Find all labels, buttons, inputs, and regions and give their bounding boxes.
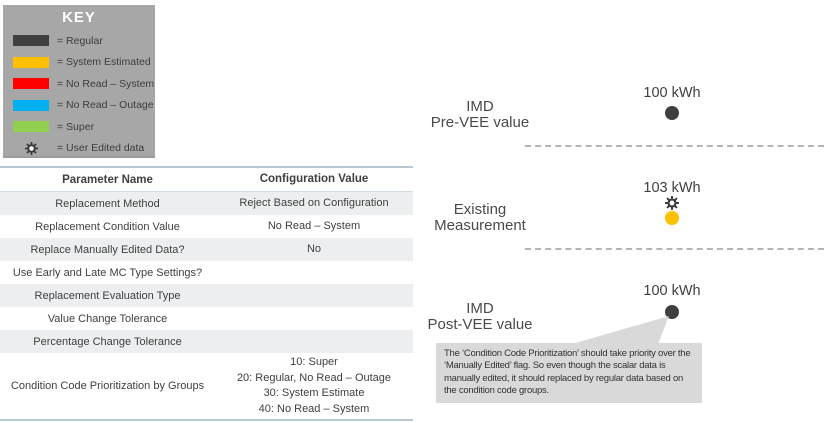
section-divider bbox=[525, 248, 824, 250]
callout-pointer bbox=[572, 316, 669, 344]
column-header-parameter-name: Parameter Name bbox=[62, 173, 153, 186]
gear-icon bbox=[24, 141, 38, 155]
existing-measurement-label-line1: Existing bbox=[453, 201, 507, 218]
existing-measurement-label: Existing Measurement bbox=[425, 202, 535, 234]
configuration-value-cell bbox=[215, 340, 413, 344]
legend-item-regular: = Regular bbox=[3, 30, 155, 52]
table-row: Replacement Method Reject Based on Confi… bbox=[0, 192, 413, 215]
existing-measurement-label-line2: Measurement bbox=[434, 217, 526, 234]
swatch-slot bbox=[13, 35, 49, 47]
table-row: Value Change Tolerance bbox=[0, 307, 413, 330]
pre-vee-label-line1: IMD bbox=[466, 98, 494, 115]
configuration-value-cell bbox=[215, 271, 413, 275]
legend-title: KEY bbox=[62, 9, 96, 26]
table-header-row: Parameter Name Configuration Value bbox=[0, 168, 413, 192]
table-row: Replacement Condition Value No Read – Sy… bbox=[0, 215, 413, 238]
legend-item-label: = System Estimated bbox=[57, 56, 151, 69]
parameter-name-cell: Percentage Change Tolerance bbox=[33, 335, 182, 348]
table-row: Condition Code Prioritization by Groups … bbox=[0, 353, 413, 419]
configuration-value-cell: No bbox=[306, 242, 322, 255]
configuration-value-cell bbox=[215, 294, 413, 298]
pre-vee-marker-regular bbox=[665, 106, 679, 120]
gear-icon bbox=[665, 196, 679, 210]
table-row: Replace Manually Edited Data? No bbox=[0, 238, 413, 261]
existing-measurement-marker-system-estimated bbox=[665, 211, 679, 225]
pre-vee-label-line2: Pre-VEE value bbox=[430, 114, 530, 131]
legend-item-system-estimated: = System Estimated bbox=[3, 52, 155, 74]
parameter-name-cell: Replacement Evaluation Type bbox=[34, 289, 181, 302]
table-row: Percentage Change Tolerance bbox=[0, 330, 413, 353]
legend-item-label: = Super bbox=[57, 120, 95, 133]
legend-item-super: = Super bbox=[3, 116, 155, 138]
table-row: Replacement Evaluation Type bbox=[0, 284, 413, 307]
legend-item-no-read-outage: = No Read – Outage bbox=[3, 95, 155, 117]
pre-vee-value: 100 kWh bbox=[643, 85, 701, 101]
system-estimated-swatch bbox=[13, 56, 49, 68]
configuration-value-cell bbox=[215, 317, 413, 321]
pre-vee-label: IMD Pre-VEE value bbox=[425, 99, 535, 131]
parameter-name-cell: Condition Code Prioritization by Groups bbox=[10, 380, 205, 392]
post-vee-marker-regular bbox=[665, 305, 679, 319]
parameter-name-cell: Replace Manually Edited Data? bbox=[30, 243, 185, 256]
parameter-name-cell: Replacement Condition Value bbox=[35, 220, 180, 233]
swatch-slot bbox=[13, 141, 49, 155]
legend-key: KEY = Regular = System Estimated = No Re… bbox=[3, 5, 155, 158]
regular-swatch bbox=[13, 35, 49, 47]
parameter-name-cell: Replacement Method bbox=[55, 197, 160, 210]
post-vee-label: IMD Post-VEE value bbox=[425, 301, 535, 333]
super-swatch bbox=[13, 121, 49, 133]
section-divider bbox=[525, 145, 824, 147]
parameter-name-cell: Value Change Tolerance bbox=[47, 312, 168, 325]
swatch-slot bbox=[13, 121, 49, 133]
swatch-slot bbox=[13, 99, 49, 111]
parameter-name-cell: Use Early and Late MC Type Settings? bbox=[12, 266, 203, 279]
post-vee-label-line2: Post-VEE value bbox=[427, 316, 533, 333]
legend-item-label: = Regular bbox=[57, 34, 103, 47]
user-edited-marker bbox=[665, 196, 679, 210]
legend-item-label: = User Edited data bbox=[57, 142, 145, 155]
no-read-outage-swatch bbox=[13, 99, 49, 111]
configuration-table: Parameter Name Configuration Value Repla… bbox=[0, 166, 413, 421]
existing-measurement-value: 103 kWh bbox=[643, 180, 701, 196]
configuration-value-cell: Reject Based on Configuration bbox=[239, 196, 389, 209]
legend-item-label: = No Read – System bbox=[57, 77, 155, 90]
legend-item-no-read-system: = No Read – System bbox=[3, 73, 155, 95]
no-read-system-swatch bbox=[13, 78, 49, 90]
post-vee-value: 100 kWh bbox=[643, 283, 701, 299]
table-row: Use Early and Late MC Type Settings? bbox=[0, 261, 413, 284]
legend-item-user-edited: = User Edited data bbox=[3, 138, 155, 160]
legend-item-label: = No Read – Outage bbox=[57, 99, 154, 112]
post-vee-label-line1: IMD bbox=[466, 300, 494, 317]
configuration-value-cell: 10: Super 20: Regular, No Read – Outage … bbox=[236, 356, 392, 415]
swatch-slot bbox=[13, 78, 49, 90]
callout-note: The ‘Condition Code Prioritization’ shou… bbox=[436, 343, 702, 404]
column-header-configuration-value: Configuration Value bbox=[259, 172, 369, 185]
configuration-value-cell: No Read – System bbox=[267, 219, 361, 232]
swatch-slot bbox=[13, 56, 49, 68]
